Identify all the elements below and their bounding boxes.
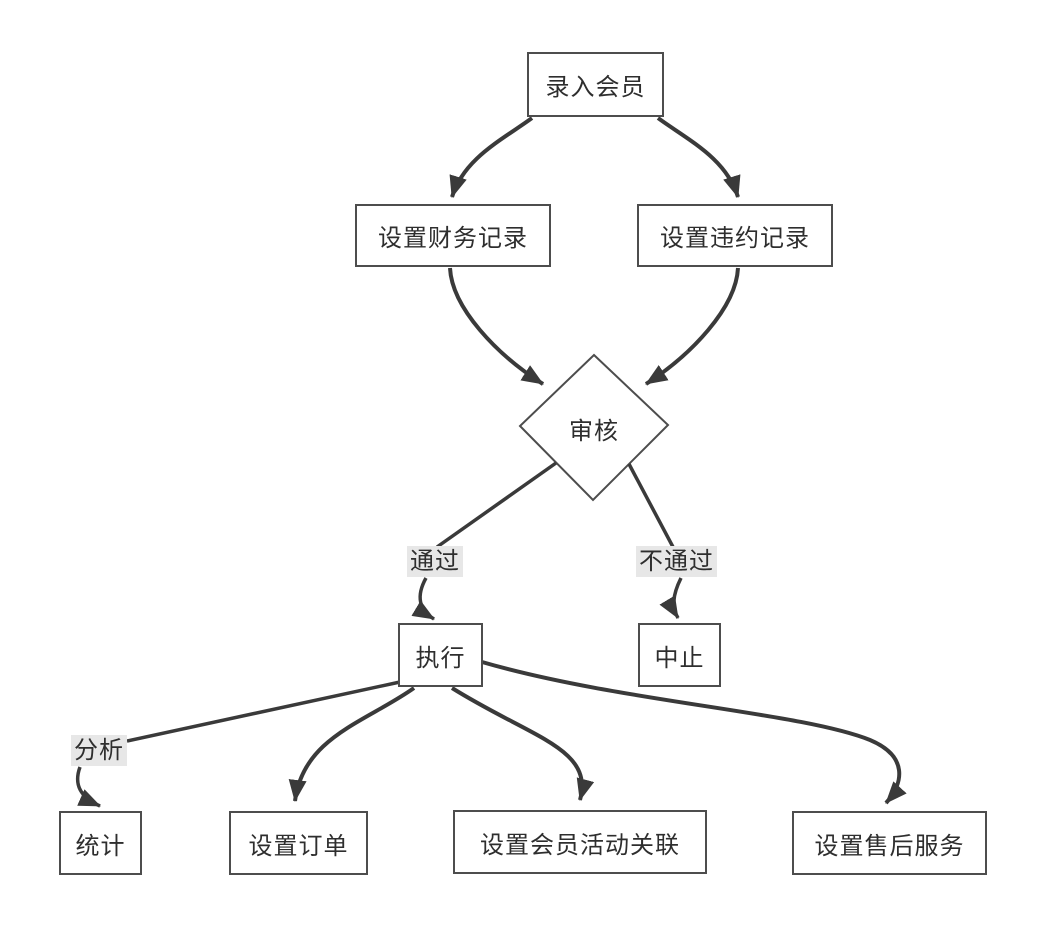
edge-analysis-to-statistics bbox=[75, 766, 101, 808]
node-set-member-activity-link: 设置会员活动关联 bbox=[453, 810, 707, 874]
node-execute-label: 执行 bbox=[415, 644, 466, 672]
node-set-violation-record-label: 设置违约记录 bbox=[660, 225, 810, 252]
edge-label-fail: 不通过 bbox=[636, 546, 717, 577]
node-abort-label: 中止 bbox=[654, 644, 705, 672]
edge-violation-to-review bbox=[644, 267, 740, 386]
edge-label-analysis: 分析 bbox=[71, 735, 127, 766]
review-diamond-shape bbox=[518, 353, 670, 502]
edge-execute-to-after-sales bbox=[481, 660, 907, 805]
edge-financial-to-review bbox=[448, 267, 545, 386]
node-enter-member-label: 录入会员 bbox=[545, 74, 646, 101]
edge-review-to-fail-label bbox=[627, 463, 675, 548]
node-set-after-sales-service: 设置售后服务 bbox=[792, 811, 987, 875]
node-enter-member: 录入会员 bbox=[527, 52, 664, 117]
node-abort: 中止 bbox=[638, 623, 721, 687]
node-set-financial-record: 设置财务记录 bbox=[355, 204, 551, 267]
node-set-order-label: 设置订单 bbox=[248, 832, 349, 860]
edge-fail-to-abort bbox=[659, 577, 683, 619]
node-set-financial-record-label: 设置财务记录 bbox=[378, 225, 528, 252]
edge-label-pass: 通过 bbox=[407, 546, 463, 577]
edge-review-to-pass-label bbox=[435, 461, 558, 549]
node-statistics-label: 统计 bbox=[75, 832, 126, 860]
node-set-violation-record: 设置违约记录 bbox=[637, 204, 833, 267]
node-set-member-activity-link-label: 设置会员活动关联 bbox=[480, 831, 680, 859]
edge-execute-to-analysis-label bbox=[126, 680, 401, 743]
node-review-label: 审核 bbox=[569, 417, 619, 445]
node-review: 审核 bbox=[544, 408, 644, 448]
edge-enter-to-financial bbox=[449, 116, 534, 198]
edge-pass-to-execute bbox=[411, 577, 435, 621]
edge-execute-to-set-order bbox=[288, 686, 416, 802]
node-statistics: 统计 bbox=[59, 811, 142, 875]
edge-enter-to-violation bbox=[656, 116, 741, 198]
node-set-after-sales-service-label: 设置售后服务 bbox=[814, 832, 965, 860]
node-set-order: 设置订单 bbox=[229, 811, 368, 875]
edge-execute-to-member-activity bbox=[450, 686, 595, 801]
node-execute: 执行 bbox=[398, 623, 483, 687]
